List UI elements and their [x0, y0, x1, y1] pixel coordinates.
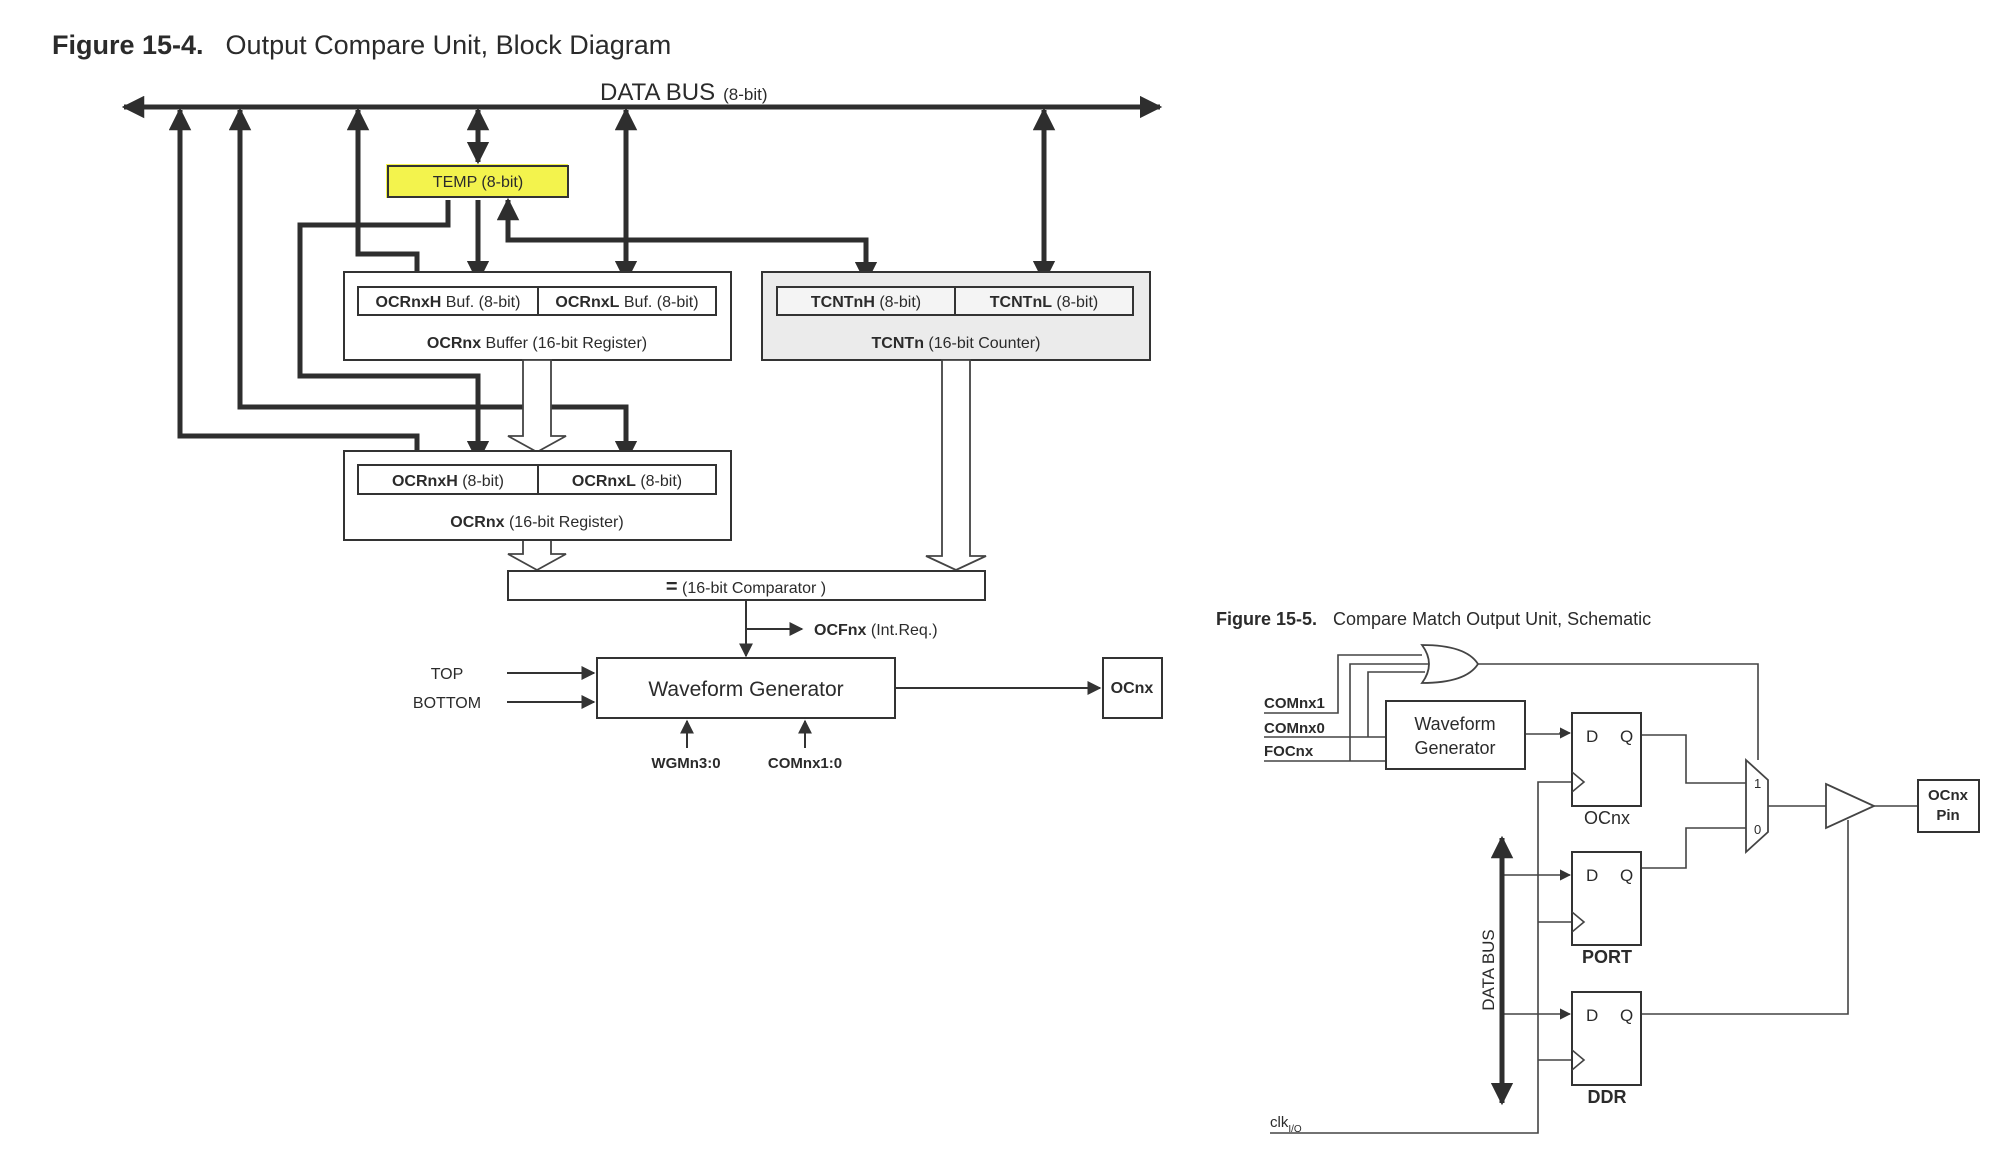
- wave-line2: Generator: [1414, 738, 1495, 758]
- ocrnx-register: OCRnxH (8-bit) OCRnxL (8-bit) OCRnx (16-…: [343, 450, 732, 541]
- ocnx-output: OCnx: [1102, 657, 1163, 719]
- com-label: COMnx1:0: [768, 755, 842, 772]
- com1-label: COMnx1: [1264, 695, 1325, 712]
- ocrnx-buffer-label: OCRnx Buffer (16-bit Register): [427, 335, 647, 352]
- schematic-data-bus: DATA BUS: [1479, 835, 1514, 1106]
- schematic-bus-label: DATA BUS: [1479, 929, 1498, 1011]
- ff-port: D Q PORT: [1571, 851, 1642, 967]
- ff-ddr-d: D: [1586, 1006, 1598, 1025]
- transfer-arrows: [507, 359, 987, 572]
- top-label: TOP: [431, 666, 464, 683]
- figure-15-5-caption: Figure 15-5.Compare Match Output Unit, S…: [1216, 609, 1651, 629]
- figure-15-4-caption: Figure 15-4.Output Compare Unit, Block D…: [52, 30, 671, 60]
- mux: 1 0: [1745, 757, 1769, 855]
- ocrnx-register-label: OCRnx (16-bit Register): [450, 514, 623, 531]
- ocrnx-buffer-register: OCRnxH Buf. (8-bit) OCRnxL Buf. (8-bit) …: [343, 271, 732, 361]
- ff-ocnx: D Q OCnx: [1571, 712, 1642, 828]
- data-bus-label: DATA BUS(8-bit): [600, 79, 768, 106]
- ff-ddr: D Q DDR: [1571, 991, 1642, 1107]
- waveform-generator: Waveform Generator TOP BOTTOM WGMn3:0 CO…: [413, 657, 1102, 772]
- tcntnh-label: TCNTnH (8-bit): [811, 294, 921, 311]
- pin-line2: Pin: [1936, 807, 1959, 824]
- output-buffer: [1825, 782, 1877, 830]
- schematic-waveform-generator: Waveform Generator: [1385, 700, 1526, 770]
- temp-label: TEMP (8-bit): [433, 174, 523, 191]
- mux-1-label: 1: [1754, 776, 1761, 791]
- ff-ddr-name: DDR: [1588, 1087, 1627, 1107]
- ff-ddr-q: Q: [1620, 1006, 1633, 1025]
- ff-port-d: D: [1586, 866, 1598, 885]
- ocrnxl-label: OCRnxL (8-bit): [572, 473, 682, 490]
- mux-0-label: 0: [1754, 822, 1761, 837]
- ff-port-q: Q: [1620, 866, 1633, 885]
- comparator-16bit: = (16-bit Comparator ): [507, 570, 986, 601]
- wgm-label: WGMn3:0: [651, 755, 720, 772]
- clk-label: clkI/O: [1270, 1114, 1302, 1135]
- ocrnxh-buf-label: OCRnxH Buf. (8-bit): [376, 294, 521, 311]
- or-gate: [1420, 644, 1480, 684]
- bottom-label: BOTTOM: [413, 695, 481, 712]
- ff-ocnx-q: Q: [1620, 727, 1633, 746]
- foc-label: FOCnx: [1264, 743, 1314, 760]
- pin-line1: OCnx: [1928, 787, 1969, 804]
- tcntn-counter: TCNTnH (8-bit) TCNTnL (8-bit) TCNTn (16-…: [761, 271, 1151, 361]
- comparator-label: = (16-bit Comparator ): [666, 576, 826, 598]
- ocrnxl-buf-label: OCRnxL Buf. (8-bit): [555, 294, 698, 311]
- ocnx-pin: OCnx Pin: [1917, 779, 1980, 833]
- temp-register: TEMP (8-bit): [386, 164, 569, 198]
- ff-port-name: PORT: [1582, 947, 1632, 967]
- figure-15-5: Figure 15-5.Compare Match Output Unit, S…: [1216, 609, 1980, 1135]
- figure-15-4: Figure 15-4.Output Compare Unit, Block D…: [52, 30, 1163, 772]
- schematic-wires: [1264, 654, 1918, 1134]
- data-bus-8bit: DATA BUS(8-bit): [121, 79, 1163, 119]
- com0-label: COMnx0: [1264, 720, 1325, 737]
- comparator-outputs: OCFnx (Int.Req.): [739, 600, 938, 658]
- ocnx-label: OCnx: [1111, 680, 1154, 697]
- wave-line1: Waveform: [1414, 714, 1495, 734]
- ff-ocnx-d: D: [1586, 727, 1598, 746]
- tcntn-label: TCNTn (16-bit Counter): [872, 335, 1041, 352]
- ocfnx-label: OCFnx (Int.Req.): [814, 622, 938, 639]
- ocrnxh-label: OCRnxH (8-bit): [392, 473, 504, 490]
- ff-ocnx-name: OCnx: [1584, 808, 1630, 828]
- tcntnl-label: TCNTnL (8-bit): [990, 294, 1098, 311]
- waveform-generator-label: Waveform Generator: [648, 678, 843, 701]
